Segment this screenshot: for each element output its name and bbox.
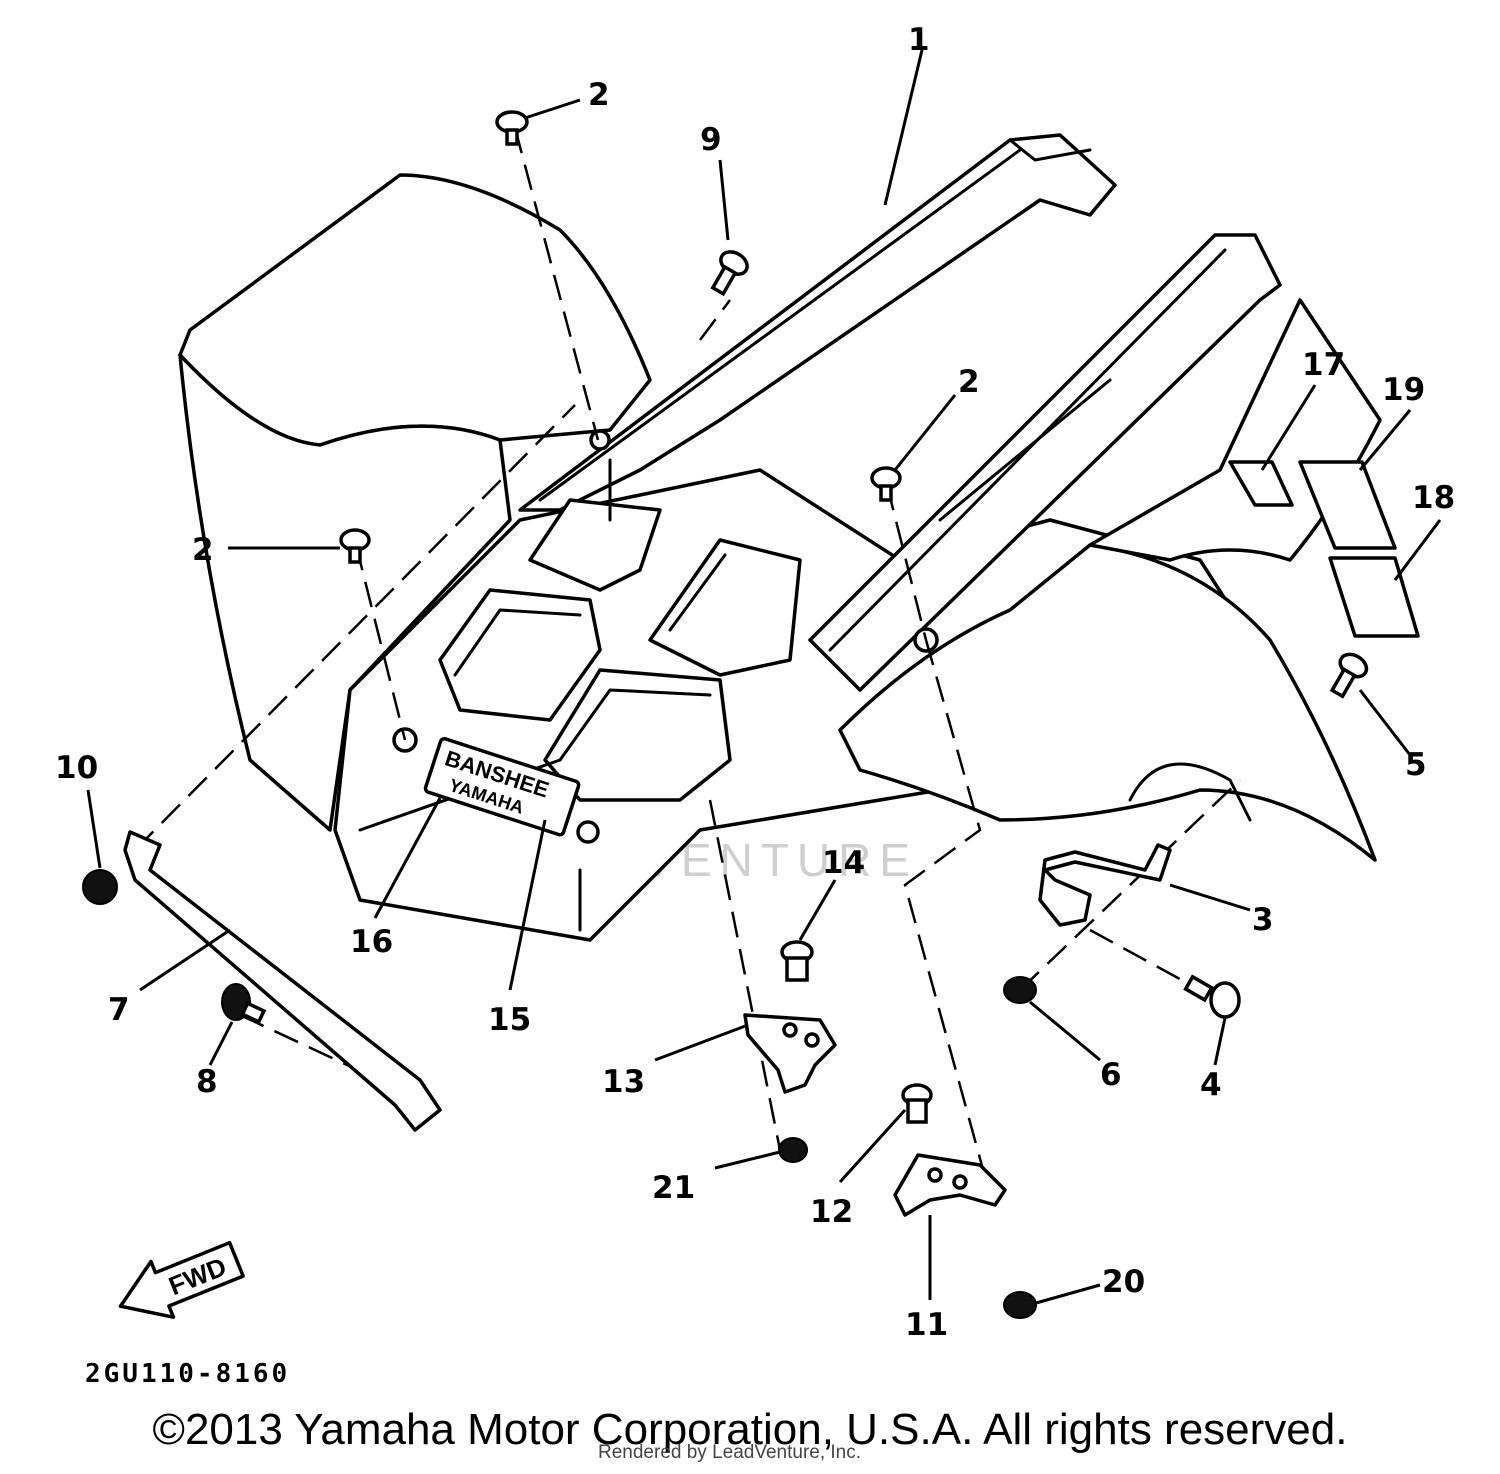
callout-5: 5: [1405, 747, 1427, 783]
nut-20: [1003, 1291, 1037, 1319]
bracket-11: [893, 1153, 1007, 1217]
callout-14: 14: [822, 845, 865, 881]
rear-fender: [178, 133, 1382, 942]
decal-17: [1228, 460, 1294, 507]
nut-21: [778, 1137, 808, 1163]
callout-4: 4: [1200, 1067, 1222, 1103]
callout-7: 7: [108, 992, 130, 1028]
decal-18: [1328, 556, 1420, 638]
callout-17: 17: [1302, 347, 1345, 383]
callout-1: 1: [908, 22, 930, 58]
callout-2-right: 2: [958, 364, 980, 400]
fwd-arrow: FWD: [118, 1240, 245, 1319]
nut-10: [82, 869, 118, 905]
callout-21: 21: [652, 1170, 695, 1206]
screw-2-left: [339, 528, 371, 564]
nut-6: [1003, 976, 1037, 1004]
screw-2-right: [870, 466, 902, 502]
callout-16: 16: [350, 924, 393, 960]
copyright-notice: ©2013 Yamaha Motor Corporation, U.S.A. A…: [152, 1405, 1348, 1454]
callout-6: 6: [1100, 1057, 1122, 1093]
callout-2-top: 2: [588, 77, 610, 113]
bracket-3: [1038, 843, 1172, 927]
decal-19: [1298, 460, 1397, 550]
bolt-8: [221, 983, 267, 1025]
callout-20: 20: [1102, 1264, 1145, 1300]
callout-2-left: 2: [192, 532, 214, 568]
bolt-4: [1183, 974, 1241, 1019]
callout-labels: 1 2 2 2 3 4 5 6 7 8 9 10 11 12 13 14 15 …: [55, 22, 1455, 1343]
callout-9: 9: [700, 122, 722, 158]
callout-10: 10: [55, 750, 98, 786]
callout-19: 19: [1382, 372, 1425, 408]
callout-8: 8: [196, 1064, 218, 1100]
callout-3: 3: [1252, 902, 1274, 938]
callout-18: 18: [1412, 480, 1455, 516]
leader-lines: [86, 49, 1442, 1305]
screw-9: [710, 250, 749, 297]
screw-2-top: [495, 110, 529, 146]
bolt-12: [901, 1083, 933, 1124]
bolt-14: [780, 940, 814, 982]
screw-5: [1329, 652, 1369, 699]
callout-15: 15: [488, 1002, 531, 1038]
diagram-code: 2GU110-8160: [85, 1359, 290, 1389]
callout-12: 12: [810, 1194, 853, 1230]
callout-13: 13: [602, 1064, 645, 1100]
stay-7: [123, 830, 442, 1132]
callout-11: 11: [905, 1307, 948, 1343]
rendered-by-credit: Rendered by LeadVenture, Inc.: [598, 1442, 862, 1463]
